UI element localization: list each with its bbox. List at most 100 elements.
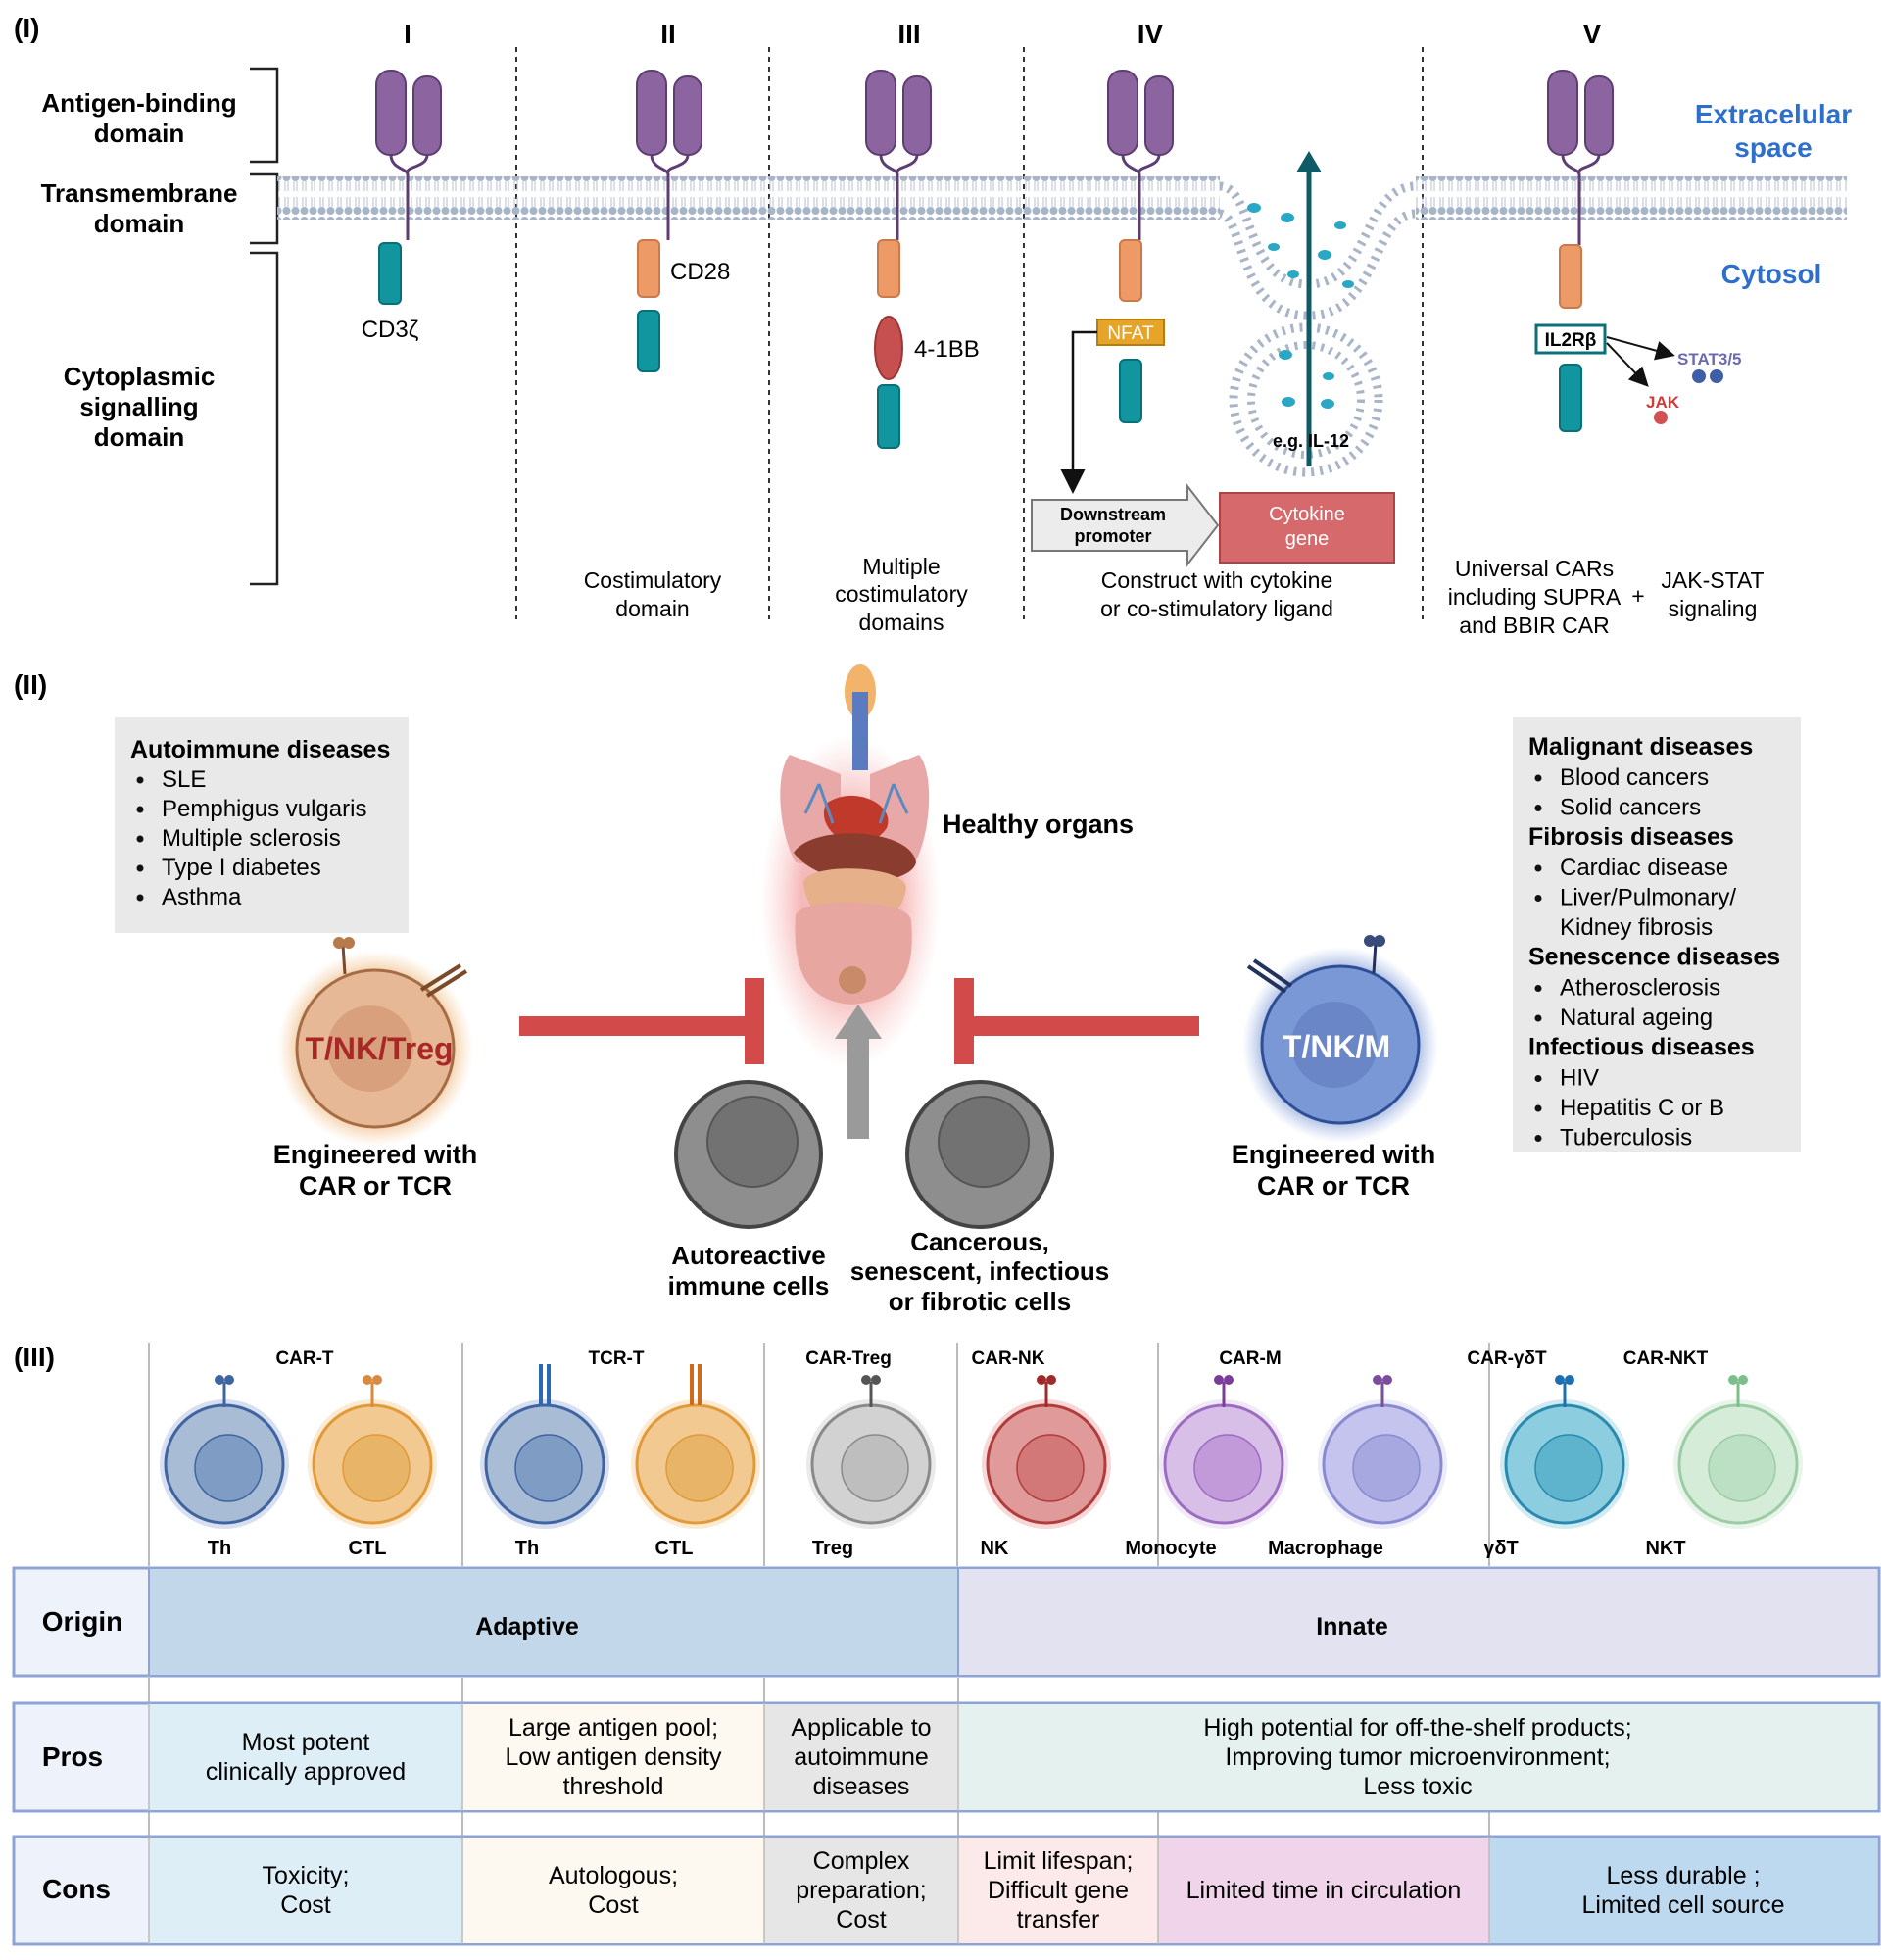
generation-2: II [660, 19, 676, 49]
cons-cell-5 [1158, 1838, 1489, 1943]
disease-item: Hepatitis C or B [1560, 1095, 1724, 1121]
cons-text-3: Complex [813, 1847, 910, 1875]
left-label-cytoplasmic: Cytoplasmic signalling domain [64, 362, 216, 452]
svg-text:Universal CARs: Universal CARs [1455, 556, 1614, 581]
caption-gen4: Construct with cytokine or co-stimulator… [1100, 567, 1333, 621]
caption-gen5b: JAK-STAT signaling [1661, 567, 1764, 621]
caption-gen3: Multiple costimulatory domains [835, 554, 968, 635]
disease-item: Cardiac disease [1560, 855, 1728, 881]
cd3z-domain-3 [877, 384, 900, 449]
bracket-antigen [250, 67, 279, 164]
pros-label: Pros [42, 1741, 103, 1772]
stat-dot-1 [1692, 369, 1706, 383]
origin-innate: Innate [1316, 1613, 1388, 1641]
cd28-domain-5 [1559, 244, 1582, 309]
generation-4: IV [1138, 19, 1164, 49]
left-cell-receptors [333, 937, 468, 998]
cytokine-vesicles [1247, 203, 1354, 409]
origin-adaptive-cell [149, 1569, 958, 1675]
svg-text:domain: domain [94, 422, 184, 452]
car-receptors [375, 70, 1614, 245]
generation-5: V [1583, 19, 1602, 49]
svg-text:costimulatory: costimulatory [835, 581, 968, 607]
bracket-cytoplasmic [250, 251, 279, 586]
row-connectors [148, 1676, 1490, 1837]
secretion-arrowhead [1296, 151, 1322, 172]
cell-type-label: Macrophage [1268, 1538, 1383, 1559]
disease-item: Blood cancers [1560, 764, 1709, 791]
cons-cell-1 [149, 1838, 462, 1943]
cd3z-domain [378, 242, 402, 305]
svg-text:Multiple: Multiple [862, 554, 940, 579]
cell-group-label: CAR-M [1219, 1348, 1281, 1369]
cd28-label: CD28 [670, 259, 730, 285]
cell-type-label: γδT [1483, 1538, 1518, 1559]
cell-nk [982, 1375, 1111, 1529]
cons-text-3: preparation; [796, 1877, 926, 1904]
bullet [1534, 774, 1542, 782]
cancerous-label: Cancerous, [910, 1227, 1049, 1256]
right-engineered-label-2: CAR or TCR [1257, 1171, 1410, 1200]
disease-item: Atherosclerosis [1560, 975, 1720, 1002]
cell-membrane [277, 176, 1847, 477]
cell-group-label: CAR-γδT [1467, 1348, 1547, 1369]
cons-text-6: Limited cell source [1581, 1891, 1784, 1919]
svg-text:Transmembrane: Transmembrane [41, 178, 238, 208]
cell-type-label: Th [515, 1538, 539, 1559]
cytosol-label: Cytosol [1721, 259, 1822, 289]
cell-type-label: Th [208, 1538, 231, 1559]
panel-2-label: (II) [14, 669, 47, 700]
bracket-transmembrane [250, 172, 279, 245]
cell-nkt [1673, 1375, 1803, 1529]
nfat-box [1096, 318, 1165, 346]
right-cell-label: T/NK/M [1283, 1029, 1390, 1064]
caption-plus: + [1631, 583, 1644, 609]
autoimmune-item: SLE [162, 766, 206, 793]
organs-illustration [760, 664, 941, 1068]
autoimmune-item: Asthma [162, 884, 242, 910]
promoter-label-2: promoter [1074, 526, 1151, 546]
origin-innate-cell [958, 1569, 1877, 1675]
cons-cell-6 [1489, 1838, 1877, 1943]
extracellular-label: Extracelular [1695, 99, 1852, 129]
promoter-label: Downstream [1060, 505, 1166, 524]
autoimmune-item: Type I diabetes [162, 855, 321, 881]
cancerous-label-3: or fibrotic cells [889, 1287, 1071, 1316]
bullet [136, 864, 144, 872]
cell-type-label: Monocyte [1125, 1538, 1216, 1559]
pros-cell-1 [149, 1704, 462, 1810]
cd3z-domain-4 [1119, 359, 1142, 423]
autoimmune-box [115, 717, 409, 933]
cons-text-5: Limited time in circulation [1186, 1877, 1462, 1904]
caption-gen2: Costimulatory domain [584, 567, 722, 621]
disease-item: Solid cancers [1560, 795, 1701, 821]
inhibit-right-cap [954, 978, 974, 1064]
cons-text: Toxicity;CostAutologous;CostComplexprepa… [263, 1847, 1785, 1934]
panel-1-label: (I) [14, 13, 39, 43]
cell-γδt [1500, 1375, 1629, 1529]
downstream-promoter-arrow [1031, 483, 1220, 567]
left-cell-nucleus [327, 1005, 413, 1092]
cons-cell-3 [764, 1838, 958, 1943]
svg-text:and BBIR CAR: and BBIR CAR [1459, 612, 1609, 638]
protect-arrow [835, 1004, 882, 1139]
cell-th [160, 1375, 289, 1529]
disease-category: Infectious diseases [1528, 1034, 1755, 1061]
cd28-domain-4 [1119, 239, 1142, 302]
cancerous-label-2: senescent, infectious [850, 1256, 1109, 1286]
bullet [136, 806, 144, 813]
pros-text-4: Less toxic [1363, 1773, 1472, 1800]
cd28-domain [637, 239, 660, 298]
disease-category: Senescence diseases [1528, 944, 1780, 971]
bullet [136, 894, 144, 902]
receptor-1 [375, 70, 442, 240]
bullet [1534, 1075, 1542, 1082]
cell-monocyte [1159, 1375, 1288, 1529]
pros-text-4: Improving tumor microenvironment; [1225, 1743, 1610, 1771]
column-dividers [148, 1343, 1490, 1566]
disease-item: Liver/Pulmonary/ [1560, 885, 1736, 911]
cd28-domain-3 [877, 239, 900, 298]
origin-adaptive: Adaptive [475, 1613, 579, 1641]
cell-ctl [631, 1364, 760, 1529]
